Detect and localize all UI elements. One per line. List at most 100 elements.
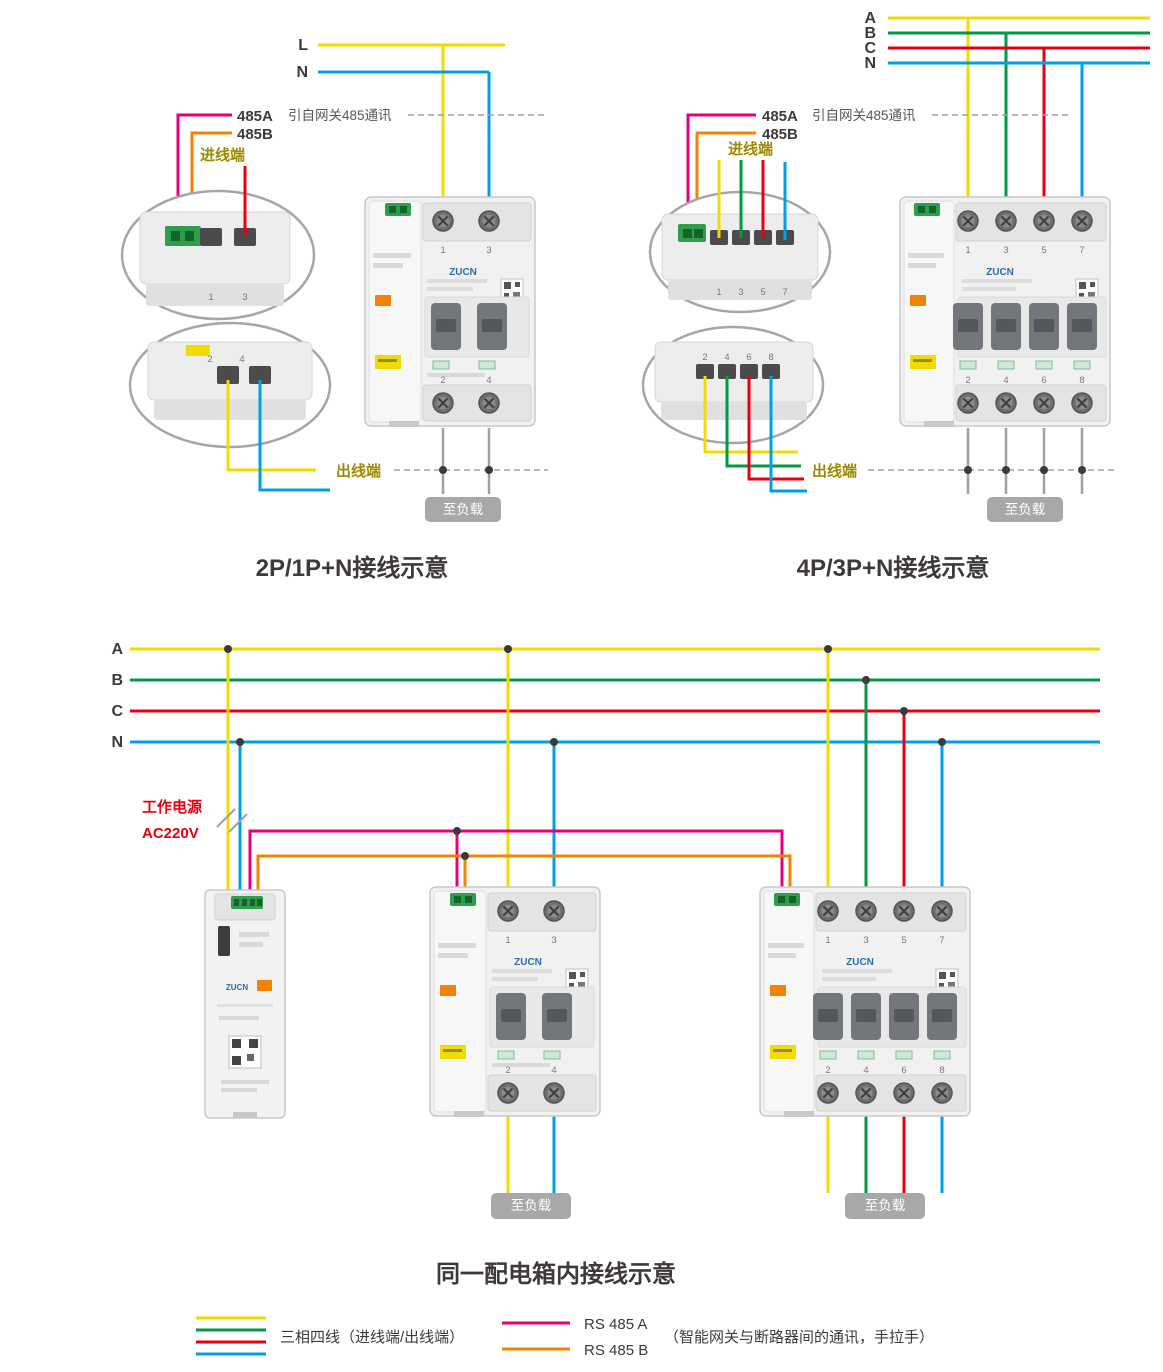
phase-b-label: B	[864, 25, 876, 42]
junction-dot	[1040, 466, 1048, 474]
junction-dot	[453, 827, 461, 835]
outlet-l-wire	[226, 380, 316, 472]
legend: 三相四线（进线端/出线端） RS 485 A RS 485 B （智能网关与断路…	[196, 1316, 934, 1359]
power-voltage-label: AC220V	[142, 825, 199, 842]
phase-a-label: A	[864, 10, 876, 27]
diagram-4p: A B C N 485A 485B 引自网关485通讯 进线端	[641, 10, 1150, 582]
junction-dot	[439, 466, 447, 474]
load-wires	[966, 428, 1084, 494]
terminal-hole	[249, 366, 271, 384]
rs485a-wire	[686, 113, 756, 232]
diagram-panel: A B C N 工作电源 AC220V	[111, 641, 1100, 1288]
phase-b-label: B	[111, 672, 123, 689]
rating-label	[186, 345, 210, 356]
terminal-hole	[718, 364, 736, 379]
neutral-label: N	[864, 55, 876, 72]
junction-dot	[224, 645, 232, 653]
terminal-number: 2	[702, 352, 707, 363]
line-n-label: N	[296, 64, 308, 81]
neutral-drops	[238, 742, 944, 905]
to-load-badge: 至负载	[987, 497, 1063, 522]
rs485-connector	[678, 224, 706, 242]
to-load-label: 至负载	[1005, 502, 1046, 517]
junction-dot	[1002, 466, 1010, 474]
junction-dot	[862, 676, 870, 684]
rs485a-label: 485A	[762, 108, 798, 125]
junction-dot	[938, 738, 946, 746]
wire-break-mark	[216, 808, 248, 833]
to-load-badge: 至负载	[491, 1193, 571, 1219]
outlet-b-wire	[725, 376, 801, 468]
outlet-terminal-label: 出线端	[812, 462, 857, 480]
to-load-label: 至负载	[865, 1198, 906, 1213]
callout-outlet-4p: 2 4 6 8	[641, 325, 825, 445]
terminal-hole	[740, 364, 758, 379]
rs485-connector	[165, 226, 201, 246]
terminal-number: 8	[768, 352, 773, 363]
terminal-number: 5	[760, 287, 765, 298]
gateway-note-label: 引自网关485通讯	[812, 108, 916, 123]
terminal-number: 1	[208, 292, 213, 303]
junction-dot	[550, 738, 558, 746]
terminal-number: 4	[724, 352, 729, 363]
phase-c-label: C	[111, 703, 123, 720]
terminal-number: 2	[207, 354, 212, 365]
junction-dot	[236, 738, 244, 746]
rs485b-label: 485B	[237, 126, 273, 143]
to-load-badge: 至负载	[845, 1193, 925, 1219]
terminal-number: 4	[239, 354, 244, 365]
outlet-c-wire	[747, 376, 804, 481]
terminal-number: 6	[746, 352, 751, 363]
to-load-badge: 至负载	[425, 497, 501, 522]
junction-dot	[504, 645, 512, 653]
load-wires	[441, 428, 491, 494]
terminal-number: 1	[716, 287, 721, 298]
callout-outlet-2p: 2 4	[128, 321, 332, 449]
phase-a-wire	[888, 16, 1150, 225]
junction-dot	[824, 645, 832, 653]
terminal-number: 3	[242, 292, 247, 303]
outlet-terminal-label: 出线端	[336, 462, 381, 480]
legend-rs485b-label: RS 485 B	[584, 1342, 648, 1359]
gateway-note-label: 引自网关485通讯	[288, 108, 392, 123]
phase-c-label: C	[864, 40, 876, 57]
junction-dot	[964, 466, 972, 474]
diagram-title-panel: 同一配电箱内接线示意	[436, 1260, 676, 1288]
inlet-terminal-label: 进线端	[200, 146, 245, 164]
legend-three-phase-label: 三相四线（进线端/出线端）	[280, 1329, 464, 1346]
outlet-n-wire	[769, 376, 807, 493]
diagram-title-2p: 2P/1P+N接线示意	[256, 554, 449, 582]
junction-dot	[485, 466, 493, 474]
junction-dot	[461, 852, 469, 860]
phase-a-label: A	[111, 641, 123, 658]
junction-dot	[900, 707, 908, 715]
rs485b-label: 485B	[762, 126, 798, 143]
terminal-hole	[234, 228, 256, 246]
terminal-hole	[762, 364, 780, 379]
diagram-2p: L N 485A 485B 引自网关485通讯 进线端 1 3	[120, 37, 548, 582]
terminal-hole	[696, 364, 714, 379]
to-load-label: 至负载	[511, 1198, 552, 1213]
diagram-title-4p: 4P/3P+N接线示意	[797, 554, 990, 582]
rs485a-label: 485A	[237, 108, 273, 125]
line-l-label: L	[298, 37, 308, 54]
terminal-number: 3	[738, 287, 743, 298]
junction-dot	[1078, 466, 1086, 474]
callout-inlet-2p: 1 3	[120, 189, 316, 321]
terminal-hole	[217, 366, 239, 384]
inlet-terminal-label: 进线端	[728, 140, 773, 158]
phase-c-wire	[888, 46, 1150, 225]
legend-note: （智能网关与断路器间的通讯，手拉手）	[664, 1328, 934, 1346]
to-load-label: 至负载	[443, 502, 484, 517]
outlet-a-wire	[703, 376, 798, 454]
legend-rs485a-label: RS 485 A	[584, 1316, 647, 1333]
phase-a-drops	[226, 649, 830, 905]
outlet-n-wire	[258, 380, 330, 492]
terminal-hole	[200, 228, 222, 246]
power-supply-label: 工作电源	[142, 798, 202, 816]
terminal-number: 7	[782, 287, 787, 298]
phase-b-wire	[888, 31, 1150, 225]
neutral-label: N	[111, 734, 123, 751]
